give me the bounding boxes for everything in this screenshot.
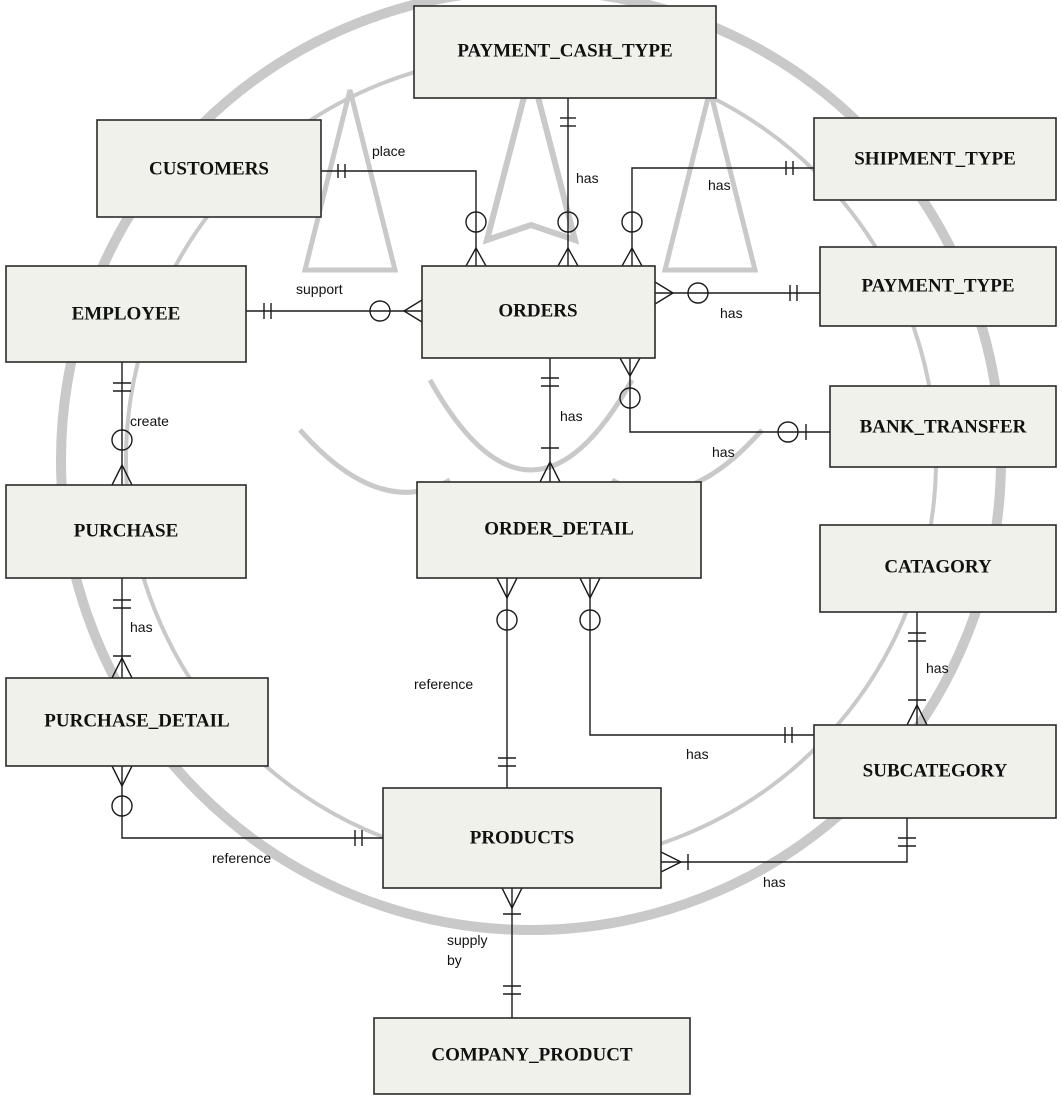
label-subcategory-products: has [763, 874, 786, 890]
entity-label: PAYMENT_CASH_TYPE [457, 40, 672, 61]
entity-label: BANK_TRANSFER [860, 416, 1027, 437]
entities: PAYMENT_CASH_TYPE CUSTOMERS SHIPMENT_TYP… [5, 5, 1057, 1095]
label-products-order-detail: reference [414, 676, 473, 692]
entity-label: ORDER_DETAIL [484, 518, 634, 539]
label-catagory-subcategory: has [926, 660, 949, 676]
entity-label: PURCHASE [74, 520, 179, 541]
label-payment-cash-type-orders: has [576, 170, 599, 186]
label-shipment-type-orders: has [708, 177, 731, 193]
supply-by-line2: by [447, 952, 462, 968]
label-purchase-purchase-detail: has [130, 619, 153, 635]
entity-purchase: PURCHASE [5, 484, 247, 579]
label-products-purchase-detail: reference [212, 850, 271, 866]
entity-orders: ORDERS [421, 265, 656, 359]
entity-label: CATAGORY [884, 556, 992, 577]
entity-label: PRODUCTS [470, 827, 575, 848]
relationship-labels: place has has support has has has create… [130, 143, 949, 968]
label-orders-order-detail: has [560, 408, 583, 424]
label-employee-orders: support [296, 281, 343, 297]
label-subcategory-order-detail: has [686, 746, 709, 762]
entity-payment-type: PAYMENT_TYPE [819, 246, 1057, 327]
label-company-product-products: supply by [447, 932, 491, 968]
entity-label: EMPLOYEE [72, 303, 181, 324]
entity-label: COMPANY_PRODUCT [431, 1044, 633, 1065]
entity-order-detail: ORDER_DETAIL [416, 481, 702, 579]
label-bank-transfer-orders: has [712, 444, 735, 460]
entity-products: PRODUCTS [382, 787, 662, 889]
entity-label: PAYMENT_TYPE [861, 275, 1014, 296]
entity-customers: CUSTOMERS [96, 119, 322, 218]
entity-company-product: COMPANY_PRODUCT [373, 1017, 691, 1095]
entity-shipment-type: SHIPMENT_TYPE [813, 117, 1057, 201]
entity-label: SHIPMENT_TYPE [854, 148, 1016, 169]
entity-employee: EMPLOYEE [5, 265, 247, 363]
label-customers-orders: place [372, 143, 406, 159]
label-employee-purchase: create [130, 413, 169, 429]
entity-catagory: CATAGORY [819, 524, 1057, 613]
entity-bank-transfer: BANK_TRANSFER [829, 385, 1057, 468]
label-payment-type-orders: has [720, 305, 743, 321]
entity-label: CUSTOMERS [149, 158, 269, 179]
entity-label: SUBCATEGORY [863, 760, 1008, 781]
supply-by-line1: supply [447, 932, 487, 948]
entity-subcategory: SUBCATEGORY [813, 724, 1057, 819]
relationship-lines [111, 98, 928, 1018]
entity-purchase-detail: PURCHASE_DETAIL [5, 677, 269, 767]
entity-label: ORDERS [498, 300, 577, 321]
entity-label: PURCHASE_DETAIL [44, 710, 229, 731]
entity-payment-cash-type: PAYMENT_CASH_TYPE [413, 5, 717, 99]
